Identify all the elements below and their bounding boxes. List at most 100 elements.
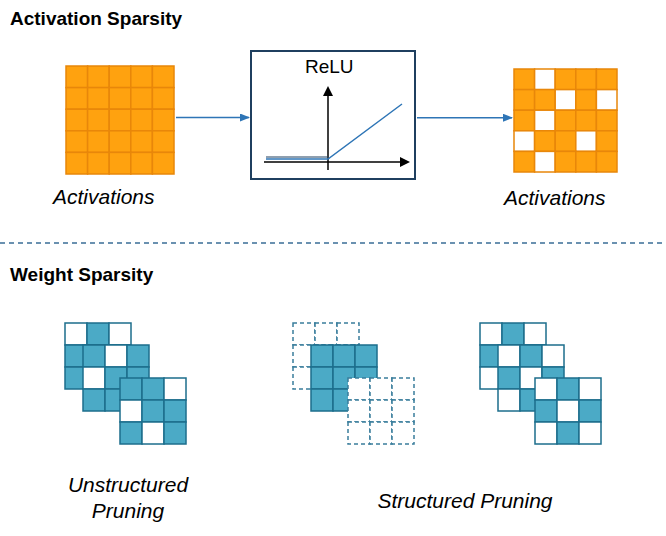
grid-cell (514, 151, 535, 172)
grid-cell (579, 378, 601, 400)
pattern-pruned-stack (535, 378, 601, 444)
grid-cell (557, 400, 579, 422)
grid-cell (131, 109, 153, 131)
grid-cell (311, 367, 333, 389)
grid-cell (109, 131, 131, 153)
grid-cell (348, 378, 370, 400)
grid-cell (66, 109, 88, 131)
grid-cell (120, 378, 142, 400)
grid-cell (164, 378, 186, 400)
grid-cell (576, 131, 597, 152)
flow-arrow (417, 117, 512, 119)
node-label: Activations (504, 186, 606, 210)
grid-cell (66, 88, 88, 110)
grid-cell (555, 151, 576, 172)
grid-cell (152, 131, 174, 153)
grid-cell (535, 422, 557, 444)
grid-cell (392, 400, 414, 422)
grid-cell (109, 66, 131, 88)
grid-cell (83, 345, 105, 367)
grid-cell (88, 88, 110, 110)
grid-cell (127, 345, 149, 367)
grid-cell (498, 389, 520, 411)
grid-cell (520, 345, 542, 367)
grid-cell (370, 422, 392, 444)
grid-cell (109, 323, 131, 345)
grid-cell (88, 109, 110, 131)
grid-cell (142, 422, 164, 444)
grid-cell (498, 367, 520, 389)
grid-cell (348, 422, 370, 444)
grid-cell (370, 400, 392, 422)
relu-box: ReLU (250, 50, 416, 180)
grid-cell (337, 323, 359, 345)
caption-label: Unstructured Pruning (48, 472, 208, 524)
grid-svg (65, 65, 175, 175)
grid-cell (514, 110, 535, 131)
grid-cell (88, 131, 110, 153)
grid-cell (83, 367, 105, 389)
grid-cell (120, 400, 142, 422)
grid-cell (596, 151, 617, 172)
grid-cell (152, 88, 174, 110)
grid-cell (557, 378, 579, 400)
dashed-separator (0, 242, 666, 244)
grid-cell (579, 400, 601, 422)
grid-cell (557, 422, 579, 444)
grid-cell (392, 422, 414, 444)
grid-cell (66, 66, 88, 88)
grid-cell (555, 69, 576, 90)
grid-cell (142, 400, 164, 422)
grid-cell (542, 345, 564, 367)
grid-cell (65, 323, 87, 345)
grid-cell (576, 90, 597, 111)
caption-label: Structured Pruning (330, 488, 600, 514)
grid-cell (535, 90, 556, 111)
grid-cell (66, 152, 88, 174)
grid-cell (535, 151, 556, 172)
activation-cells (66, 66, 174, 174)
grid-cell (535, 400, 557, 422)
grid-cell (514, 90, 535, 111)
grid-cell (535, 110, 556, 131)
grid-cell (535, 131, 556, 152)
grid-cell (596, 131, 617, 152)
grid-cell (480, 323, 502, 345)
grid-cell (555, 90, 576, 111)
grid-cell (87, 323, 109, 345)
grid-cell (355, 345, 377, 367)
grid-cell (164, 422, 186, 444)
grid-cell (293, 323, 315, 345)
grid-cell (152, 66, 174, 88)
grid-cell (524, 323, 546, 345)
relu-curve (266, 104, 402, 159)
grid-cell (105, 345, 127, 367)
grid-cell (66, 131, 88, 153)
grid-cell (514, 69, 535, 90)
grid-cell (370, 378, 392, 400)
grid-cell (152, 152, 174, 174)
grid-cell (576, 151, 597, 172)
grid-cell (311, 345, 333, 367)
grid-cell (555, 110, 576, 131)
grid-cell (596, 110, 617, 131)
grid-cell (596, 69, 617, 90)
x-axis (264, 161, 408, 163)
grid-cell (555, 131, 576, 152)
node-label: ReLU (305, 56, 354, 78)
grid-cell (535, 378, 557, 400)
grid-cell (596, 90, 617, 111)
grid-cell (576, 69, 597, 90)
grid-cell (131, 131, 153, 153)
grid-cell (109, 109, 131, 131)
grid-cell (164, 400, 186, 422)
grid-cell (514, 131, 535, 152)
flow-arrow (176, 117, 249, 119)
relu-flat (266, 157, 328, 158)
activation-cells (514, 69, 617, 172)
filter-pruned-stack (348, 378, 414, 444)
grid-cell (88, 152, 110, 174)
grid-cell (83, 389, 105, 411)
grid-cell (579, 422, 601, 444)
grid-cell (152, 109, 174, 131)
